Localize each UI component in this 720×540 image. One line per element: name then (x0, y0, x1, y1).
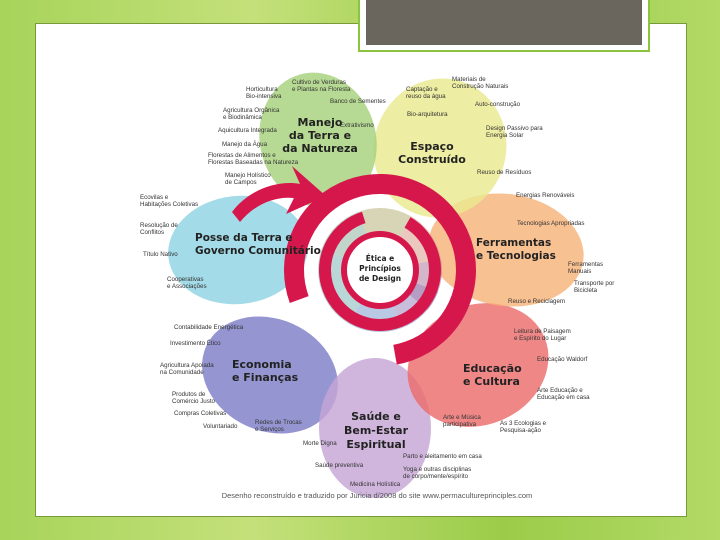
label-saude-0: Parto e aleitamento em casa (403, 453, 482, 460)
label-posse-2: Título Nativo (143, 251, 178, 258)
title-bar (366, 0, 642, 45)
spiral-middle-ring (319, 209, 441, 331)
label-saude-4: Medicina Holística (350, 481, 401, 488)
label-educacao-1: Educação Waldorf (537, 356, 588, 363)
spiral-arrowhead (232, 166, 326, 222)
label-manejo-4: Extrativismo (340, 122, 374, 129)
label-saude-2: Saúde preventiva (315, 462, 364, 469)
petal-manejo (259, 72, 377, 208)
label-ferramentas-4: Reuso e Reciclagem (508, 298, 565, 305)
petals-group (168, 72, 584, 498)
label-espaco-3: Bio-arquitetura (407, 111, 448, 118)
label-manejo-2: Banco de Sementes (330, 98, 386, 105)
petal-economia (202, 316, 338, 434)
label-manejo-6: Manejo da Água (222, 141, 268, 148)
spiral-center (341, 231, 419, 309)
credit-text: Desenho reconstruído e traduzido por Jur… (222, 491, 533, 500)
title-tab (358, 0, 650, 52)
label-economia-6: Voluntariado (203, 423, 238, 430)
label-manejo-5: Aquicultura Integrada (218, 127, 277, 134)
spiral-group (232, 166, 476, 366)
petal-posse (168, 195, 308, 305)
label-economia-0: Contabilidade Energética (174, 324, 244, 331)
label-ferramentas-0: Energias Renováveis (516, 192, 574, 199)
spiral-outer-ring (284, 174, 476, 366)
label-economia-1: Investimento Ético (170, 340, 221, 347)
label-ferramentas-1: Tecnologias Apropriadas (517, 220, 584, 227)
label-economia-4: Compras Coletivas (174, 410, 226, 417)
label-saude-3: Morte Digna (303, 440, 337, 447)
label-espaco-2: Auto-construção (475, 101, 521, 108)
petal-saude (319, 358, 431, 498)
label-espaco-5: Reuso de Resíduos (477, 169, 531, 176)
